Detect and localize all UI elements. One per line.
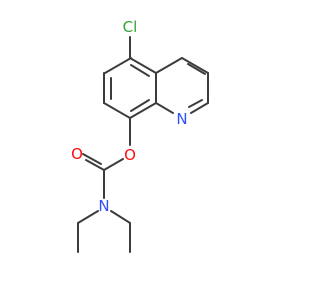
bond	[155, 102, 174, 114]
bond	[104, 57, 132, 74]
bond	[103, 158, 124, 171]
atom-o-ester: O	[124, 146, 136, 164]
bond	[103, 102, 131, 119]
bond	[129, 57, 157, 74]
bond	[188, 99, 203, 108]
bond	[181, 57, 209, 74]
atom-cl: Cl	[123, 18, 138, 36]
atom-n-ring: N	[176, 110, 187, 128]
atom-o-carbonyl: O	[71, 145, 83, 163]
atom-labels: Cl O O N N	[71, 18, 188, 215]
bond	[85, 159, 105, 171]
bond	[130, 99, 150, 112]
bonds	[77, 36, 209, 253]
chemical-structure: Cl O O N N	[71, 18, 209, 253]
bond	[82, 153, 102, 165]
bond	[187, 63, 206, 75]
bond	[190, 102, 209, 114]
bond	[110, 210, 131, 224]
atom-n-amine: N	[98, 197, 109, 215]
bond	[155, 57, 183, 74]
bond	[77, 210, 99, 224]
bond	[130, 64, 150, 77]
bond	[129, 102, 157, 119]
